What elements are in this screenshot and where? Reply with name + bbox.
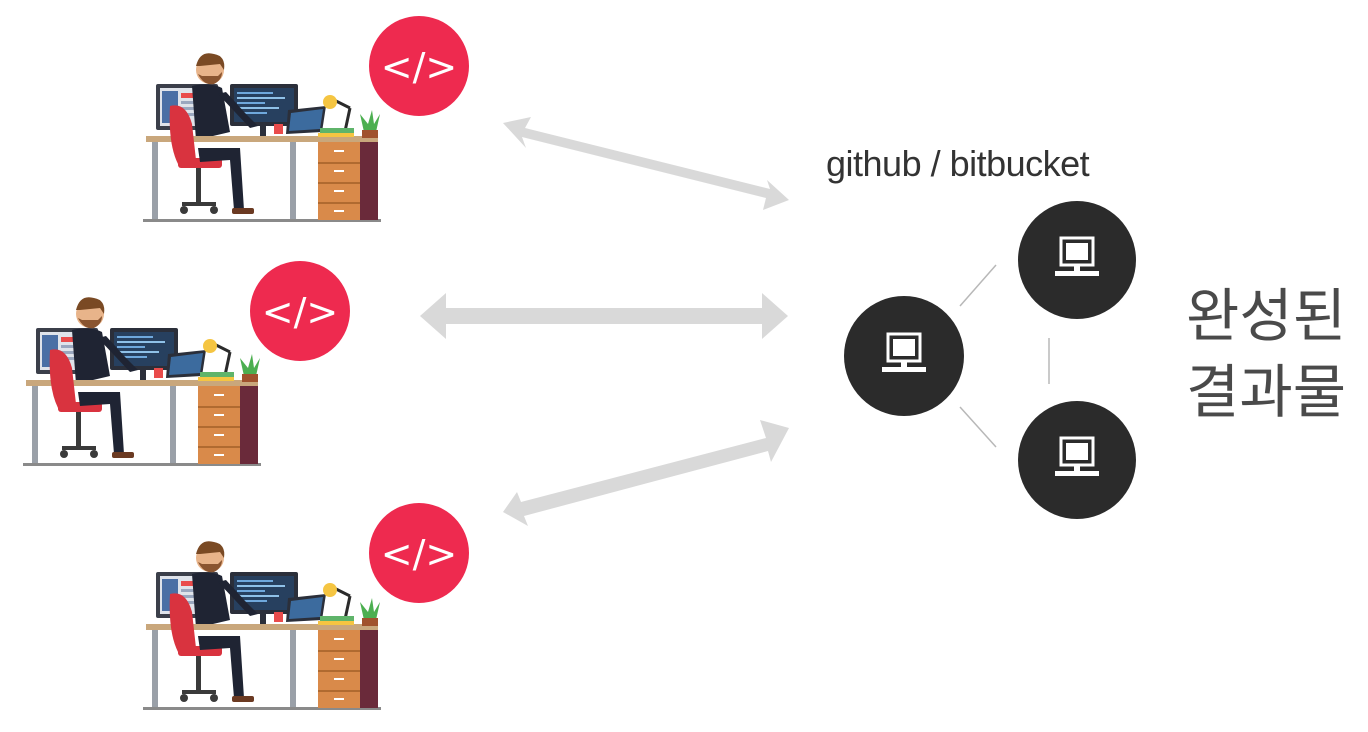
developer-illustration [21,295,263,468]
result-label-line2: 결과물 [1186,358,1347,426]
double-arrow-icon [503,117,789,210]
double-arrow-icon [503,420,789,526]
computer-node-icon [1018,201,1136,319]
svg-text:</>: </> [262,290,338,334]
code-badge-icon: </> [369,503,469,603]
repository-label: github / bitbucket [826,143,1090,184]
svg-text:</>: </> [381,45,457,89]
code-badge-icon: </> [369,16,469,116]
code-badge-icon: </> [250,261,350,361]
result-label-line1: 완성된 [1186,282,1347,350]
developer-illustration [141,539,383,712]
computer-node-icon [1018,401,1136,519]
double-arrow-icon [420,293,788,339]
developer-illustration [141,51,383,224]
network-links [959,264,1050,448]
svg-text:</>: </> [381,532,457,576]
result-label: 완성된 결과물 [1186,278,1368,430]
computer-node-icon [844,296,964,416]
